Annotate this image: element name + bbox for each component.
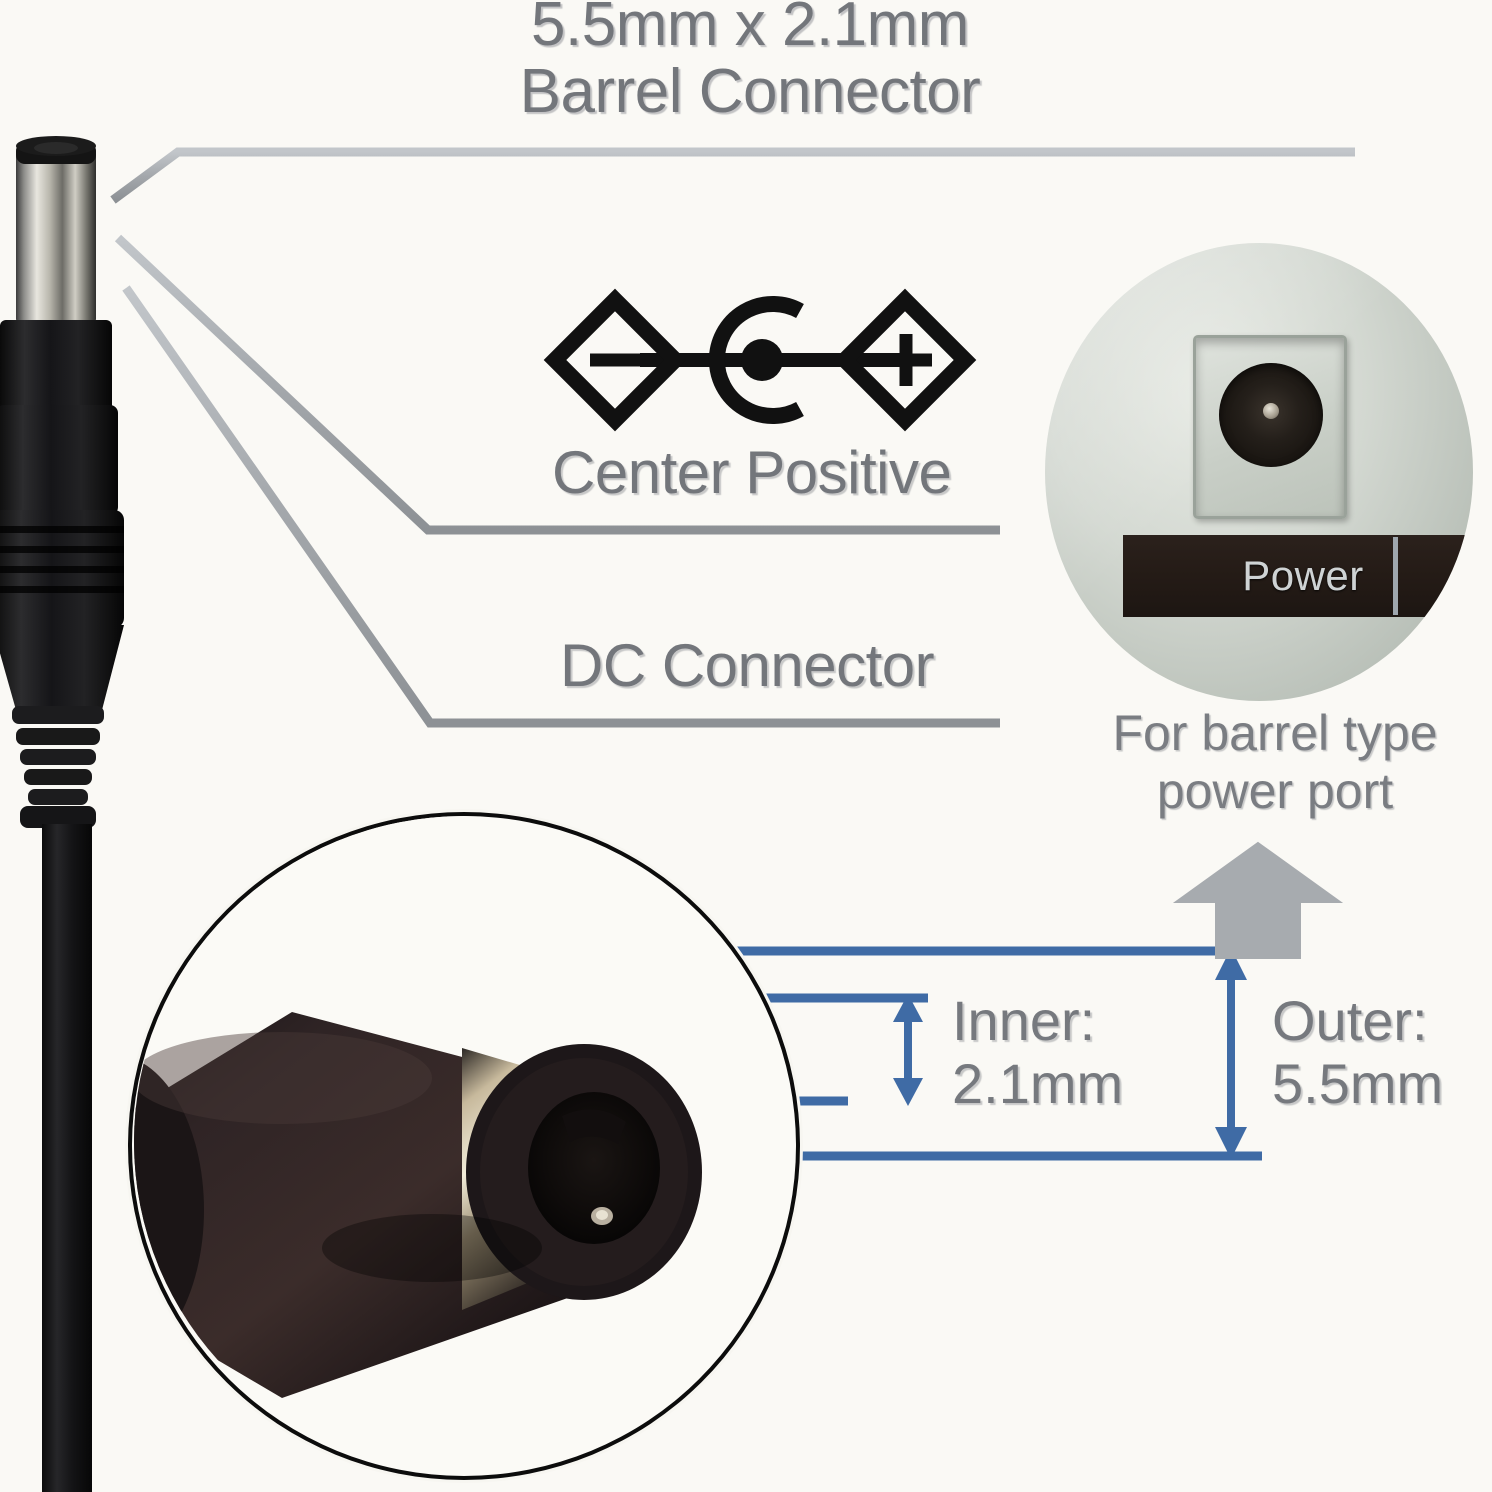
outer-dimension-label: Outer: 5.5mm bbox=[1272, 989, 1444, 1115]
connector-closeup-magnifier bbox=[128, 812, 800, 1480]
barrel-sleeve-c-icon bbox=[708, 296, 804, 424]
positive-diamond-icon bbox=[833, 288, 977, 432]
power-port-photo-inset: Power bbox=[1045, 243, 1473, 701]
inner-dimension-arrow bbox=[893, 994, 923, 1106]
center-pin-dot-icon bbox=[741, 339, 783, 381]
dc-barrel-plug-photo bbox=[0, 130, 170, 1492]
connector-closeup-art bbox=[134, 816, 786, 1468]
photo-inset-caption: For barrel type power port bbox=[1112, 705, 1438, 819]
page-title: 5.5mm x 2.1mm Barrel Connector bbox=[519, 0, 981, 126]
outer-dimension-arrow bbox=[1215, 948, 1247, 1159]
negative-diamond-icon bbox=[543, 288, 687, 432]
up-arrow-icon bbox=[1172, 841, 1344, 959]
power-label-bar: Power bbox=[1123, 535, 1473, 617]
power-label-text: Power bbox=[1242, 552, 1364, 599]
label-dc-connector: DC Connector bbox=[560, 632, 935, 699]
inner-dimension-label: Inner: 2.1mm bbox=[952, 989, 1124, 1115]
power-bar-divider bbox=[1393, 537, 1398, 615]
label-center-positive: Center Positive bbox=[552, 439, 952, 506]
leader-line-barrel-connector bbox=[110, 147, 1355, 204]
power-port-center-pin bbox=[1263, 403, 1279, 419]
